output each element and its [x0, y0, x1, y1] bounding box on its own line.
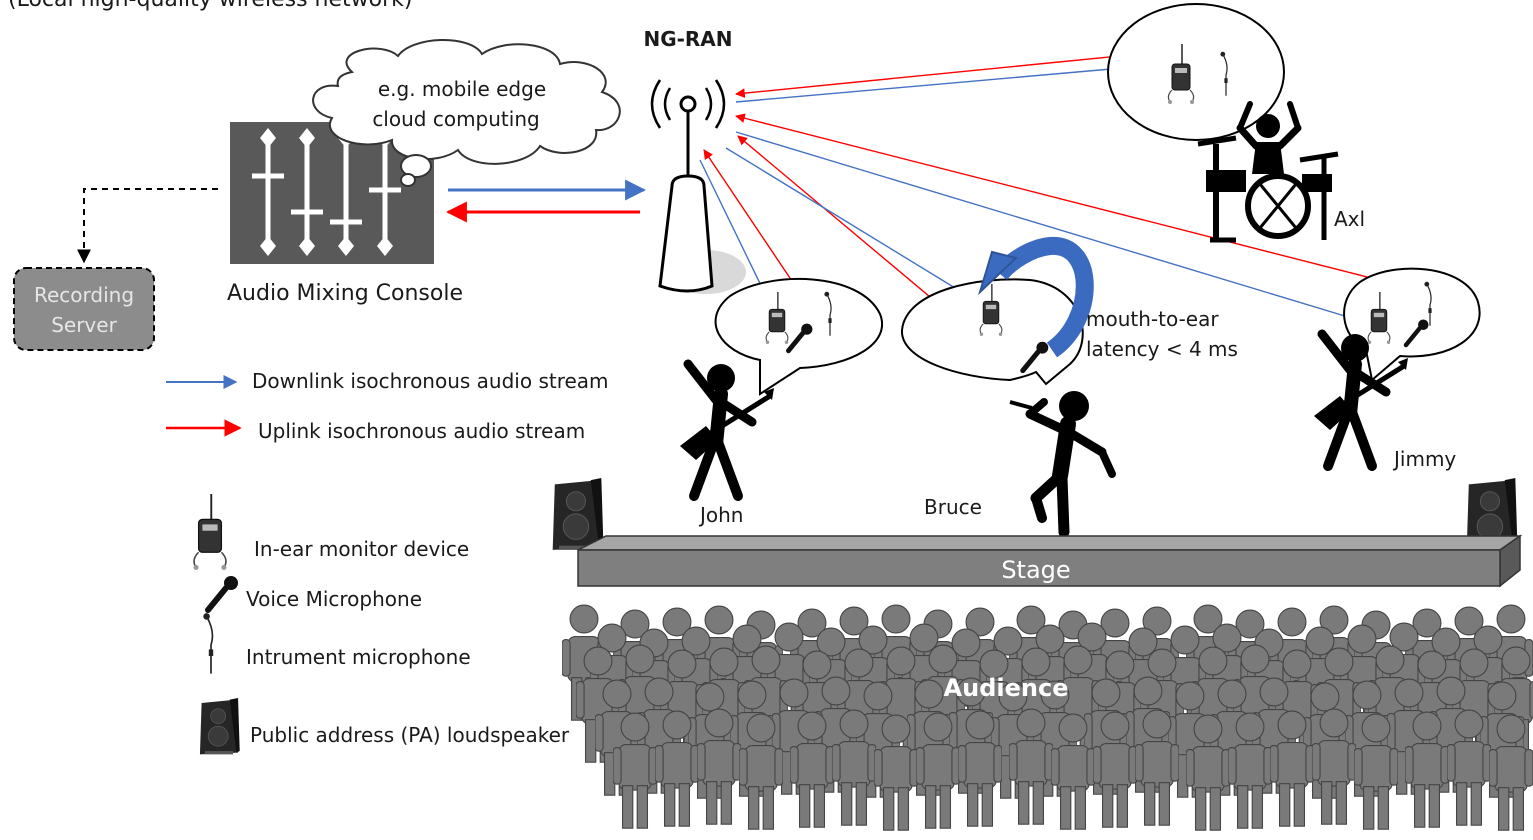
- recording-link-line: [77, 188, 218, 264]
- recording-server-line1: Recording: [34, 283, 134, 307]
- header-text: (Local high-quality wireless network): [8, 0, 412, 12]
- cloud-text-line2: cloud computing: [372, 107, 539, 131]
- latency-curve-arrow: [977, 236, 1094, 358]
- cloud-text-line1: e.g. mobile edge: [378, 77, 546, 101]
- stage: [577, 534, 1523, 588]
- legend-in-ear-label: In-ear monitor device: [254, 537, 469, 561]
- voice-microphone-icon: [208, 576, 238, 610]
- bubble-jimmy: [1343, 267, 1481, 382]
- legend-instrument-mic-label: Intrument microphone: [246, 645, 471, 669]
- console-label: Audio Mixing Console: [227, 281, 463, 306]
- ngran-label: NG-RAN: [643, 27, 732, 51]
- audience-label: Audience: [944, 674, 1069, 702]
- antenna-icon: [650, 79, 746, 294]
- legend: Downlink isochronous audio stream Uplink…: [166, 369, 609, 755]
- audience: [562, 604, 1533, 831]
- bubble-bruce: [900, 278, 1084, 386]
- latency-note-line2: latency < 4 ms: [1086, 337, 1238, 361]
- performer-label-bruce: Bruce: [924, 495, 982, 519]
- pa-loudspeaker-icon: [199, 698, 241, 755]
- edge-cloud-bubble: [312, 38, 621, 187]
- instrument-microphone-icon: [202, 612, 215, 675]
- legend-voice-mic-label: Voice Microphone: [246, 587, 422, 611]
- latency-note-line1: mouth-to-ear: [1086, 307, 1219, 331]
- bubble-axl: [1107, 3, 1285, 141]
- legend-downlink-label: Downlink isochronous audio stream: [252, 369, 609, 393]
- legend-uplink-label: Uplink isochronous audio stream: [258, 419, 585, 443]
- legend-pa-label: Public address (PA) loudspeaker: [250, 723, 570, 747]
- stage-label: Stage: [1001, 556, 1070, 584]
- performer-label-john: John: [698, 503, 744, 527]
- in-ear-monitor-icon: [192, 494, 228, 570]
- recording-server-line2: Server: [51, 313, 117, 337]
- performer-label-jimmy: Jimmy: [1392, 447, 1456, 471]
- recording-server: Recording Server: [13, 267, 155, 351]
- pa-loudspeaker-icon: [552, 478, 605, 551]
- wireless-streams: [699, 49, 1419, 365]
- performer-label-axl: Axl: [1334, 207, 1365, 231]
- singer-icon: [1010, 391, 1112, 532]
